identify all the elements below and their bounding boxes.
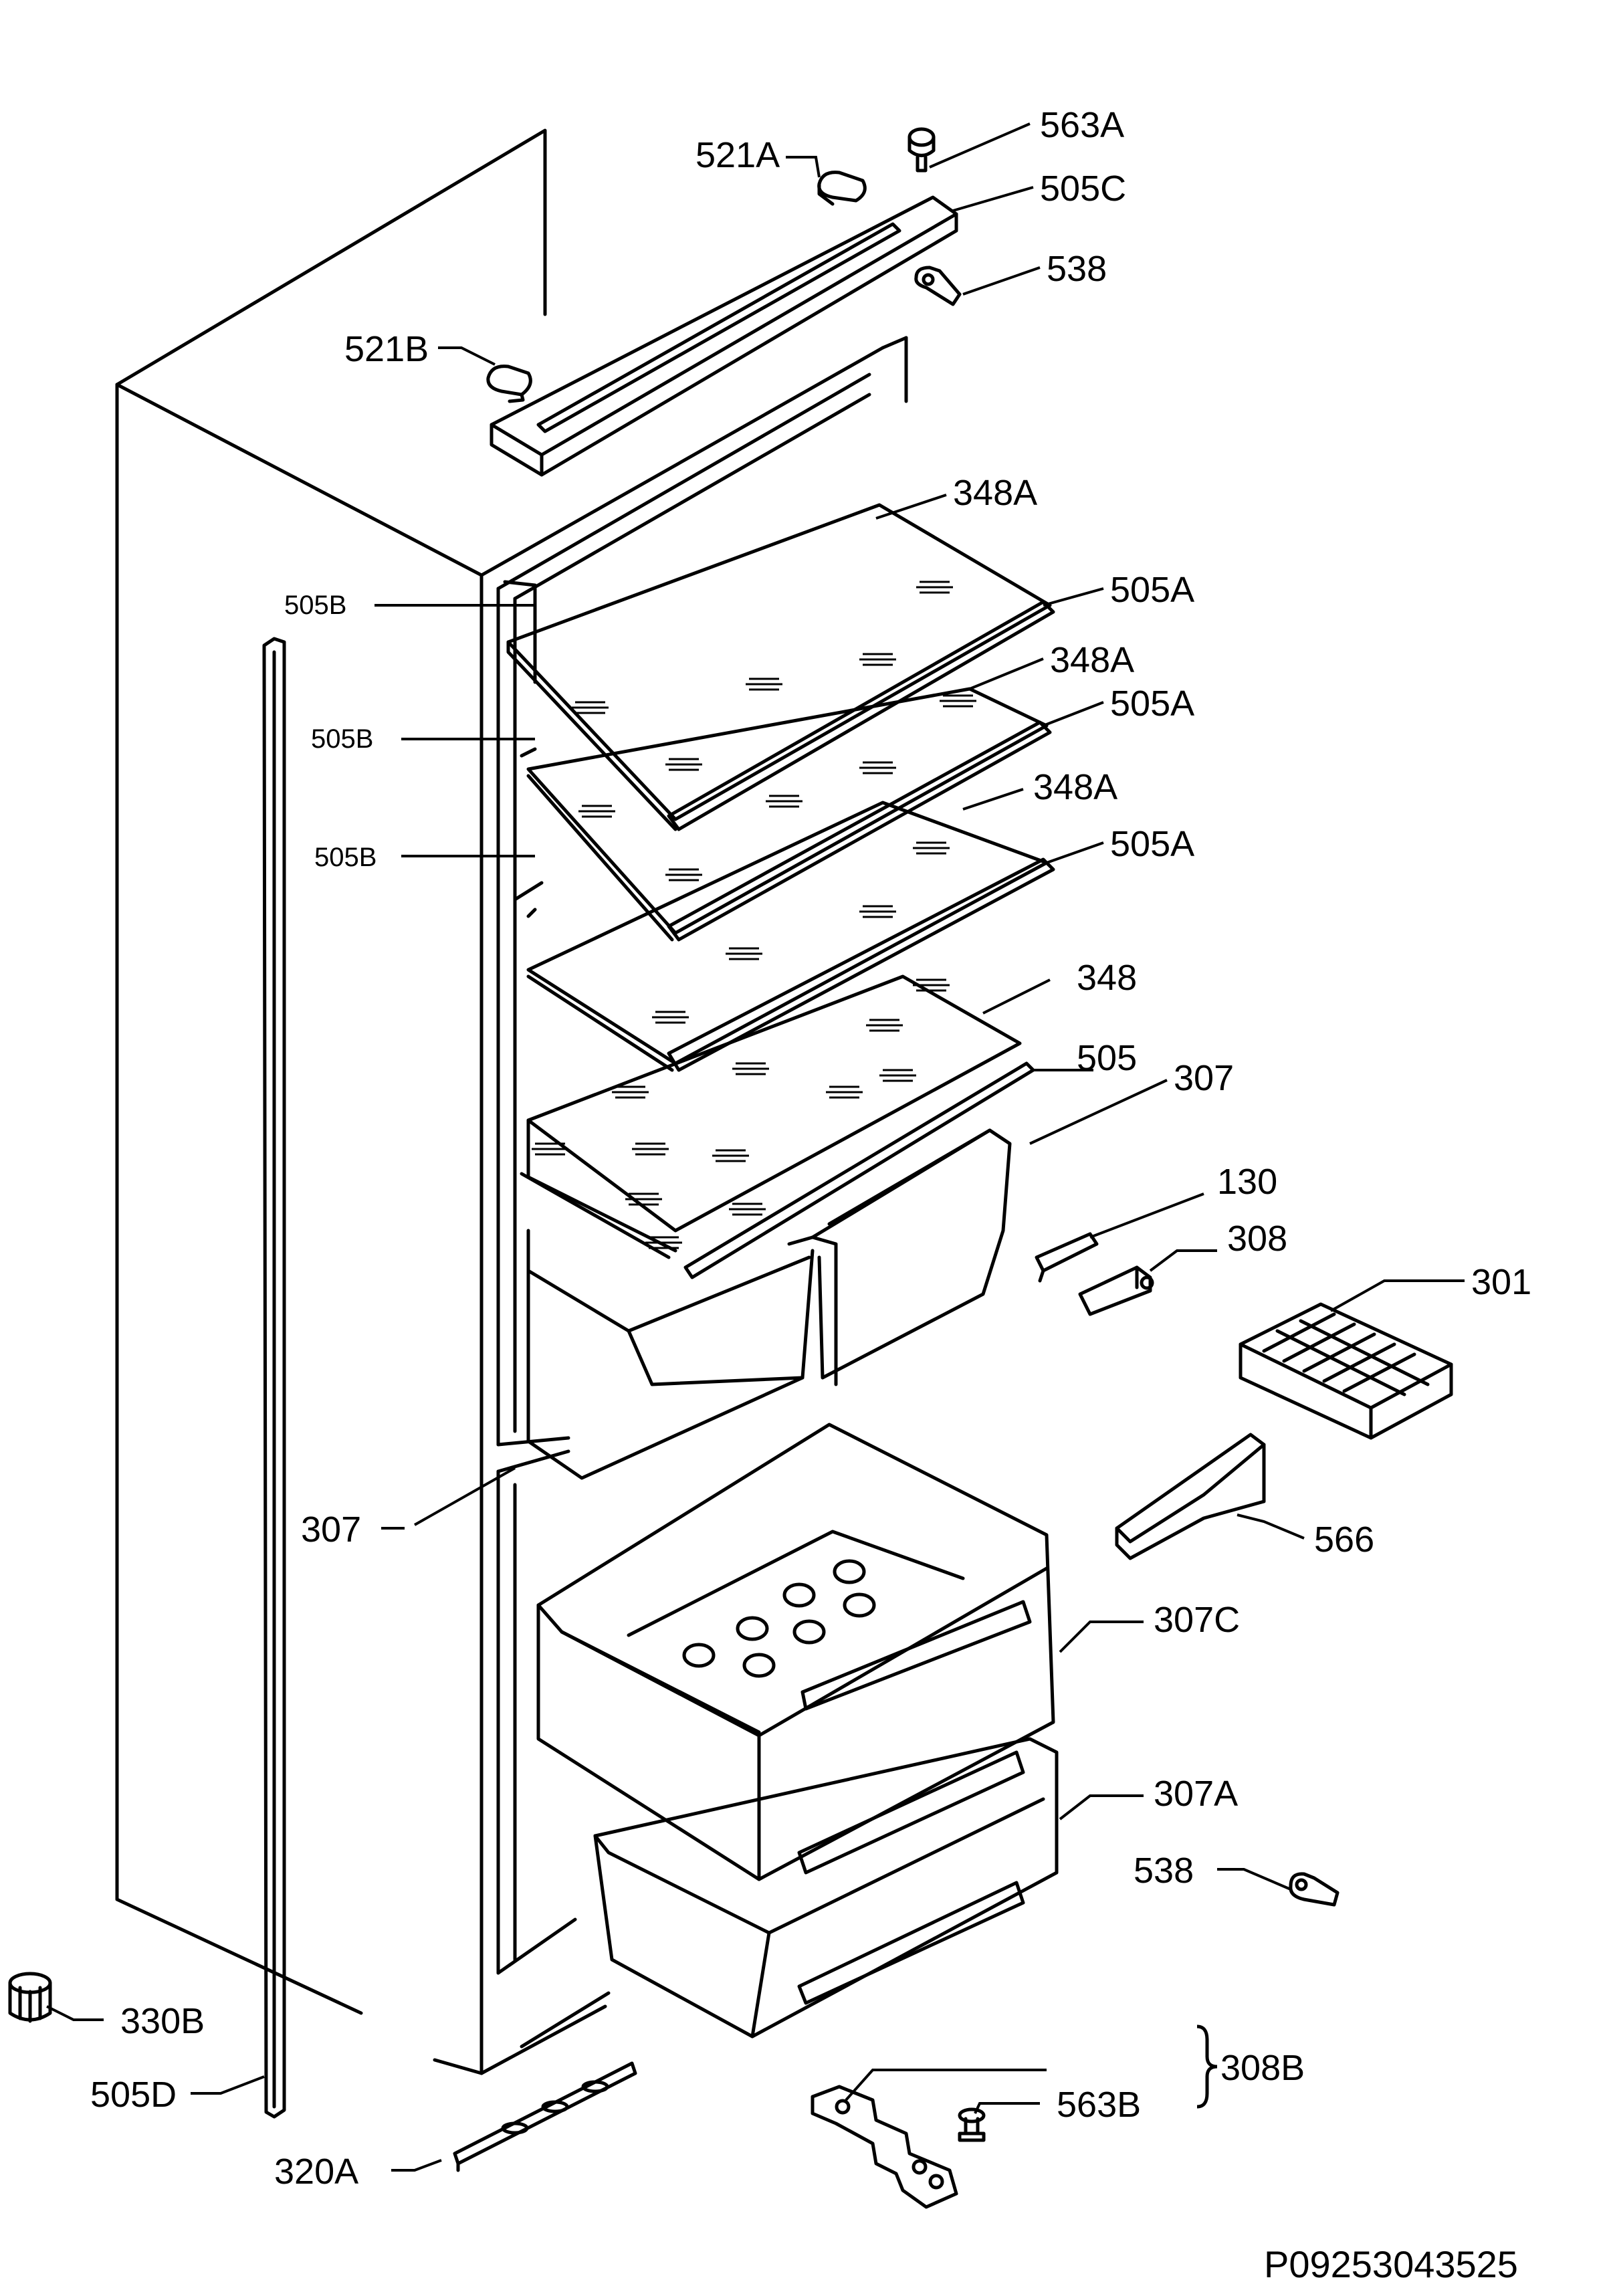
shelf-trim-505 [683, 1061, 1035, 1279]
label-130: 130 [1217, 1162, 1277, 1202]
label-505a-1: 505A [1110, 570, 1194, 610]
bracket-130 [1035, 1232, 1099, 1283]
label-348a-1: 348A [953, 473, 1037, 513]
label-521b: 521B [344, 329, 429, 369]
label-505c: 505C [1040, 169, 1126, 209]
hinge-pin-563a [907, 127, 936, 173]
label-320a: 320A [274, 2152, 358, 2192]
label-301: 301 [1471, 1262, 1531, 1302]
label-563b: 563B [1057, 2085, 1141, 2125]
label-505a-2: 505A [1110, 684, 1194, 724]
label-308: 308 [1227, 1219, 1287, 1259]
glass-shelf-348a-3 [526, 801, 1055, 1072]
label-307c: 307C [1154, 1600, 1240, 1640]
freezer-drawer-307a [593, 1737, 1059, 2039]
freezer-drawer-307c [536, 1423, 1055, 1881]
slide-rail-320a [453, 2061, 637, 2172]
label-307-top: 307 [1174, 1058, 1234, 1098]
hinge-308 [1078, 1265, 1154, 1316]
hinge-bracket-538-bottom [1289, 1872, 1340, 1907]
shelf-supports-505b [503, 580, 544, 918]
glass-shelf-348 [520, 974, 1022, 1259]
bottom-hinge-plate-308b [811, 2085, 958, 2209]
label-505d: 505D [90, 2075, 177, 2115]
label-505a-3: 505A [1110, 824, 1194, 864]
label-505b-2: 505B [311, 724, 373, 754]
label-307a: 307A [1154, 1774, 1238, 1814]
hinge-bracket-538-top [914, 266, 962, 306]
label-521a: 521A [696, 135, 780, 175]
part-labels: 563A 521A 505C 538 521B 348A 505A 505B 3… [90, 105, 1531, 2192]
glass-texture-marks [532, 581, 976, 1249]
door-seal-505d [262, 637, 286, 2119]
label-348a-3: 348A [1033, 767, 1117, 807]
label-538-top: 538 [1047, 249, 1107, 289]
ice-tray-301 [1239, 1302, 1453, 1440]
label-505b-1: 505B [284, 591, 346, 620]
document-number: P09253043525 [1264, 2243, 1518, 2285]
label-307-left: 307 [301, 1509, 361, 1550]
label-308b: 308B [1220, 2048, 1305, 2088]
glass-shelf-348a-1 [506, 503, 1055, 831]
hinge-cap-521b [486, 364, 532, 403]
hinge-pin-563b [958, 2107, 986, 2142]
label-348: 348 [1077, 958, 1137, 998]
crisper-drawer-307-right [811, 1128, 1012, 1386]
hinge-cap-521a [817, 171, 867, 206]
fridge-cabinet [115, 128, 908, 2075]
foot-330b [8, 1972, 52, 2023]
label-566: 566 [1314, 1520, 1374, 1560]
label-505b-3: 505B [314, 843, 377, 872]
label-330b: 330B [120, 2001, 205, 2041]
label-563a: 563A [1040, 105, 1124, 145]
crisper-drawer-307-left [526, 1229, 815, 1480]
label-538-bottom: 538 [1134, 1851, 1194, 1891]
top-hinge-plate-505c [490, 195, 958, 477]
leader-lines [46, 122, 1465, 2172]
group-bracket-308b [1196, 2024, 1218, 2109]
label-505: 505 [1077, 1038, 1137, 1078]
ice-scoop-566 [1115, 1433, 1266, 1560]
label-348a-2: 348A [1050, 640, 1134, 680]
